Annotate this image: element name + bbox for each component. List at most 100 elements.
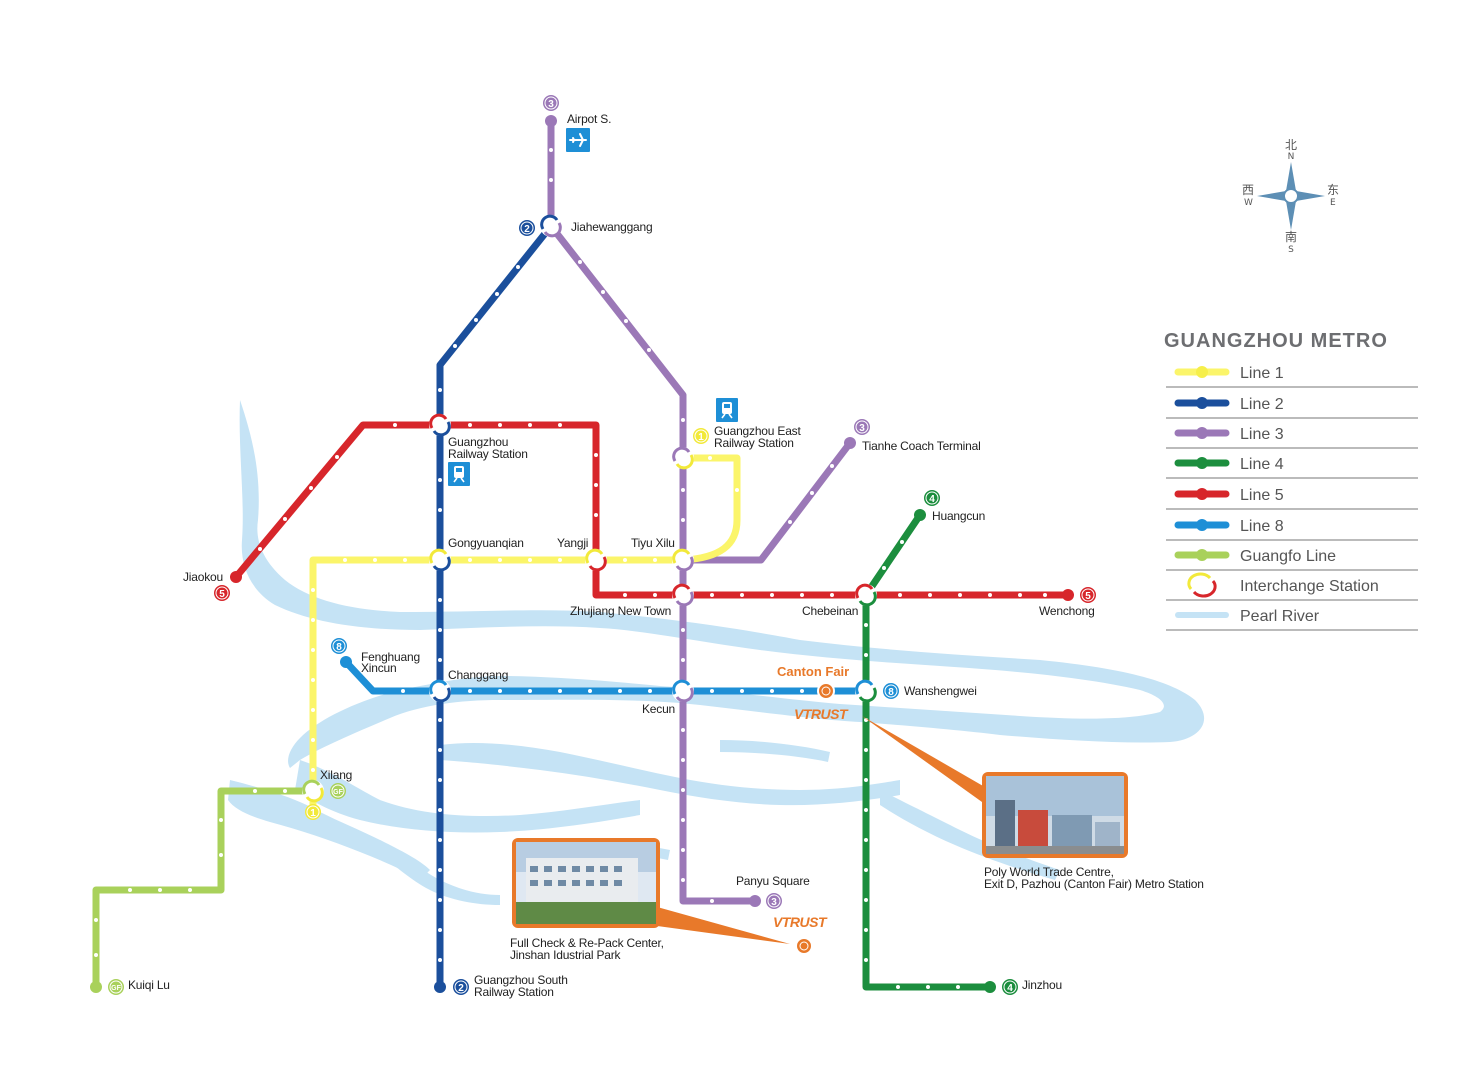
line-2-dots [438,265,520,962]
label-wanshengwei: Wanshengwei [904,684,977,698]
interchange-yangji[interactable] [585,548,607,572]
svg-text:4: 4 [1007,983,1013,994]
svg-text:Line 3: Line 3 [1240,426,1284,443]
label-gongyuanqian: Gongyuanqian [448,536,524,550]
line-4-dots [864,540,960,989]
interchange-jiahewanggang[interactable] [540,214,562,238]
svg-text:W: W [1244,198,1253,208]
svg-text:2: 2 [458,983,464,994]
poly-callout: Poly World Trade Centre, Exit D, Pazhou … [862,716,1204,891]
svg-text:Line 8: Line 8 [1240,518,1284,535]
label-guangzhou-east: Guangzhou East [714,424,801,438]
legend-item-line-1: Line 1 [1166,365,1418,388]
svg-text:1: 1 [310,808,316,819]
badge-line-1-gzeast: 1 [693,428,709,444]
label-chebeinan: Chebeinan [802,604,858,618]
poly-caption: Poly World Trade Centre, [984,865,1114,879]
svg-text:2: 2 [524,224,530,235]
label-fenghuang: Fenghuang [361,650,420,664]
label-kuiqi-lu: Kuiqi Lu [128,978,170,992]
line-badges: 3 2 1 3 4 5 5 8 8 GF 1 GF 2 3 4 [108,95,1096,995]
label-yangji: Yangji [557,536,588,550]
station-panyu-square[interactable] [749,895,761,907]
jinshan-caption-2: Jinshan Idustrial Park [510,948,622,962]
badge-line-4-jinzhou: 4 [1002,979,1018,995]
interchange-wanshengwei[interactable] [855,679,877,703]
svg-text:N: N [1288,152,1295,162]
station-guangzhou-south[interactable] [434,981,446,993]
svg-text:3: 3 [859,423,865,434]
interchange-icon [1187,572,1217,598]
label-tiyu-xilu: Tiyu Xilu [631,536,675,550]
terminal-stations [90,115,1074,993]
interchange-kecun[interactable] [672,679,694,703]
label-jiaokou: Jiaokou [183,570,223,584]
label-fenghuang-2: Xincun [361,661,397,675]
station-fenghuang[interactable] [340,656,352,668]
label-guangzhou-railway-2: Railway Station [448,447,528,461]
legend-item-guangfo: Guangfo Line [1166,548,1418,571]
svg-text:5: 5 [219,589,225,600]
line-1-dots [311,456,739,772]
label-jinzhou: Jinzhou [1022,978,1062,992]
train-icon [716,398,738,422]
interchange-xilang[interactable] [302,779,324,803]
station-tianhe-coach[interactable] [844,437,856,449]
legend-item-line-5: Line 5 [1166,487,1418,510]
label-tianhe-coach: Tianhe Coach Terminal [862,439,981,453]
station-wenchong[interactable] [1062,589,1074,601]
interchange-stations [302,214,877,803]
svg-text:东: 东 [1327,183,1339,197]
svg-text:Guangfo Line: Guangfo Line [1240,548,1336,565]
svg-text:4: 4 [929,494,935,505]
line-8-track [342,658,870,695]
compass-north-icon [1286,162,1296,196]
vtrust-logo: VTRUST [794,706,849,722]
interchange-guangzhou-railway[interactable] [429,413,451,437]
label-wenchong: Wenchong [1039,604,1095,618]
svg-text:8: 8 [336,642,342,653]
interchange-changgang[interactable] [429,679,451,703]
compass-rose: 北 N 南 S 东 E 西 W [1242,138,1339,255]
svg-text:Line 2: Line 2 [1240,396,1284,413]
legend-item-line-3: Line 3 [1166,426,1418,449]
station-airport[interactable] [545,115,557,127]
label-panyu-square: Panyu Square [736,874,810,888]
badge-line-5-wenchong: 5 [1080,587,1096,603]
label-changgang: Changgang [448,668,508,682]
jinshan-caption: Full Check & Re-Pack Center, [510,936,664,950]
badge-guangfo-kuiqi: GF [108,979,124,995]
label-guangzhou-railway: Guangzhou [448,435,508,449]
vtrust-logo: VTRUST [773,914,828,930]
badge-line-5-jiaokou: 5 [214,585,230,601]
airport-icon [566,128,590,152]
legend: GUANGZHOU METRO Line 1 Line 2 Line 3 Lin… [1164,330,1418,631]
line-3-dots [549,148,834,903]
legend-item-interchange: Interchange Station [1166,572,1418,601]
svg-text:Line 5: Line 5 [1240,487,1284,504]
station-jinzhou[interactable] [984,981,996,993]
badge-line-3-airport: 3 [543,95,559,111]
interchange-guangzhou-east[interactable] [672,446,694,470]
interchange-gongyuanqian[interactable] [429,548,451,572]
interchange-zhujiang-new-town[interactable] [672,583,694,607]
badge-line-8-wanshengwei: 8 [883,683,899,699]
canton-fair-poi: Canton Fair VTRUST [777,664,849,722]
station-kuiqi-lu[interactable] [90,981,102,993]
interchange-chebeinan[interactable] [855,583,877,607]
label-huangcun: Huangcun [932,509,985,523]
canton-fair-label: Canton Fair [777,664,849,679]
train-icon [448,462,470,486]
label-kecun: Kecun [642,702,675,716]
svg-text:Pearl River: Pearl River [1240,608,1320,625]
label-guangzhou-south-2: Railway Station [474,985,554,999]
badge-guangfo-xilang: GF [330,783,346,799]
svg-text:3: 3 [771,897,777,908]
line-5-track [232,421,1072,599]
station-huangcun[interactable] [914,509,926,521]
interchange-tiyu-xilu[interactable] [672,548,694,572]
guangfo-line-track [92,787,317,991]
poly-caption-2: Exit D, Pazhou (Canton Fair) Metro Stati… [984,877,1204,891]
label-xilang: Xilang [320,768,352,782]
station-jiaokou[interactable] [230,571,242,583]
